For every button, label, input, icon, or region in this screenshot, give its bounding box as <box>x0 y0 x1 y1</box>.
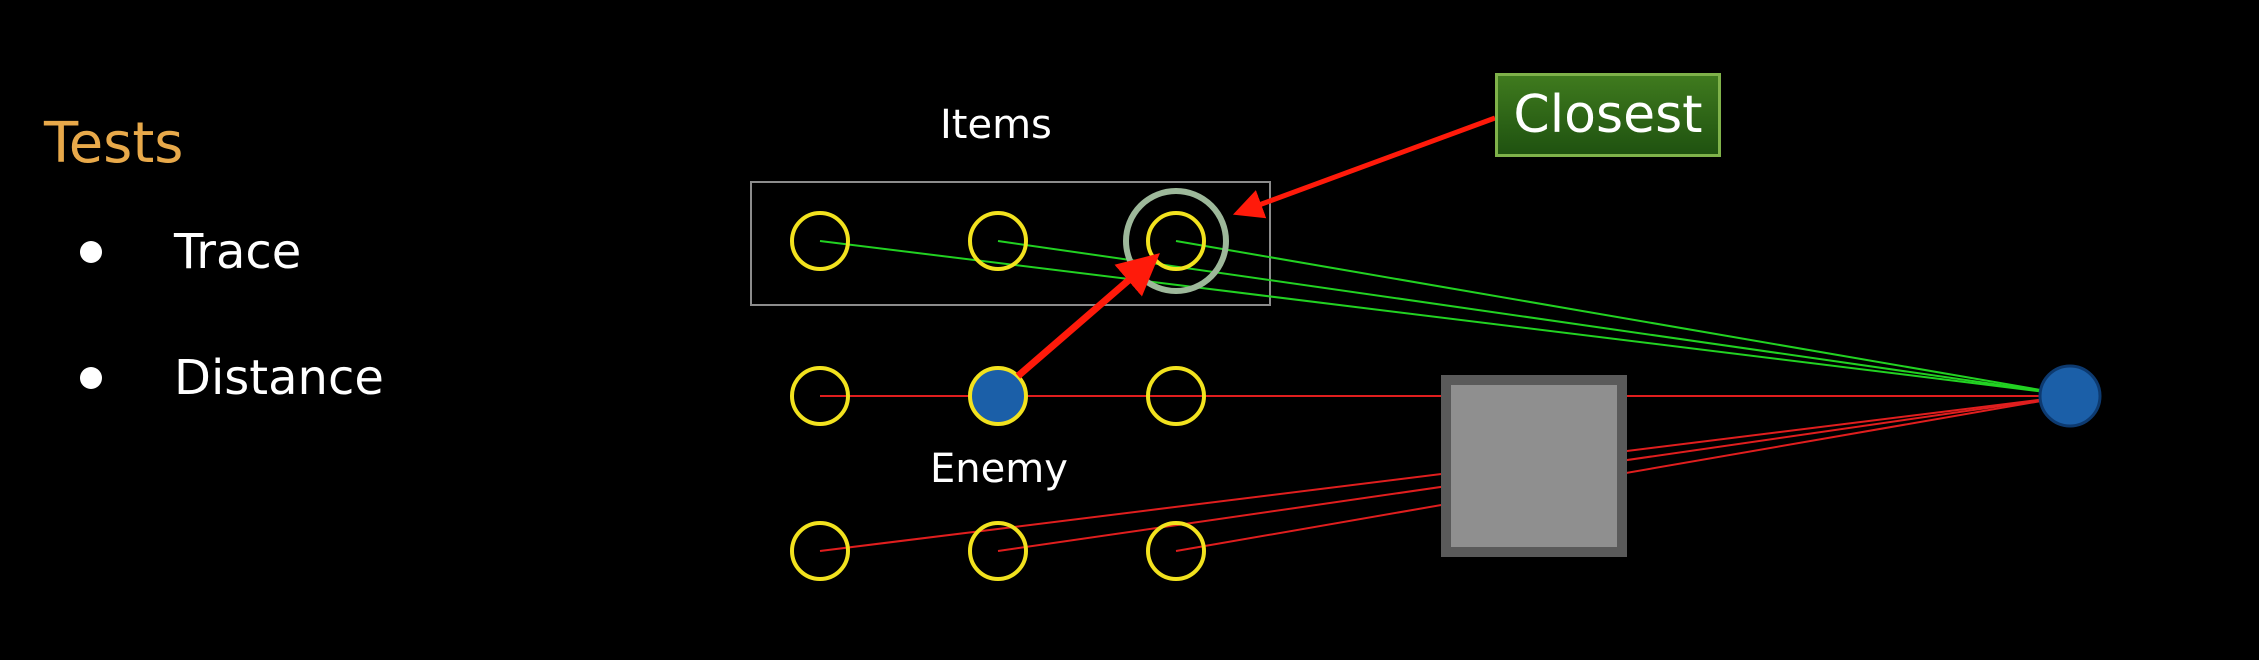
item-point <box>790 211 850 271</box>
trace-line-visible <box>819 240 2071 396</box>
enemy-point <box>790 366 850 426</box>
closest-label: Closest <box>1495 73 1721 157</box>
items-label: Items <box>940 102 1052 148</box>
point <box>1146 521 1206 581</box>
enemy-label: Enemy <box>930 446 1068 492</box>
tests-heading: Tests <box>44 111 184 176</box>
items-group-box <box>750 181 1271 306</box>
closest-highlight-ring <box>1123 188 1229 294</box>
trace-line-visible <box>997 240 2071 396</box>
bullet-text: Trace <box>174 224 302 280</box>
trace-line-visible <box>1175 240 2071 396</box>
player-point <box>2038 364 2102 428</box>
item-point <box>968 211 1028 271</box>
enemy-point <box>1146 366 1206 426</box>
bullet-dot-icon <box>80 367 102 389</box>
item-point-closest <box>1146 211 1206 271</box>
bullet-text: Distance <box>174 350 384 406</box>
bullet-trace: Trace <box>80 222 301 282</box>
bullet-dot-icon <box>80 241 102 263</box>
point <box>790 521 850 581</box>
point <box>968 521 1028 581</box>
obstacle-block <box>1441 375 1627 557</box>
bullet-distance: Distance <box>80 348 384 408</box>
querier-point <box>968 366 1028 426</box>
closest-callout-arrow <box>1232 115 1496 219</box>
candidate-points <box>790 211 1206 581</box>
distance-arrow <box>1015 253 1160 379</box>
